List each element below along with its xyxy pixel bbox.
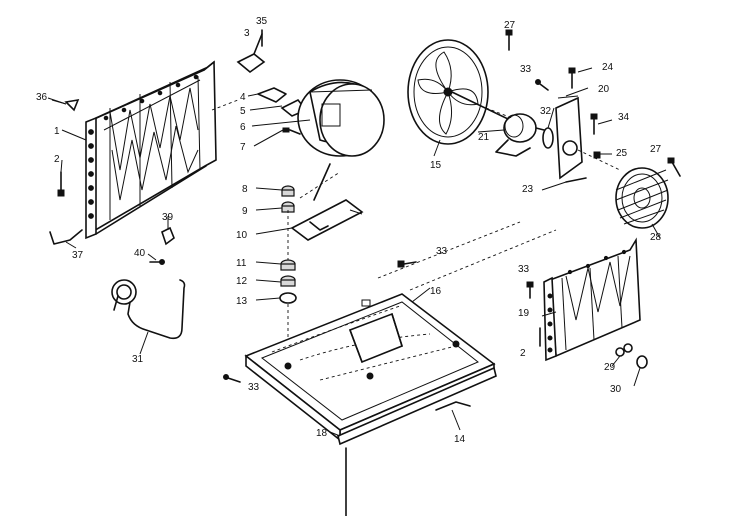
label-34: 34 (618, 112, 630, 123)
screw-33-top (535, 79, 549, 91)
compressor-bracket-10 (290, 163, 364, 241)
label-30: 30 (610, 384, 622, 395)
label-4: 4 (240, 92, 246, 103)
part-labels: 36 1 2 37 39 40 31 35 3 4 5 6 7 8 9 10 1… (36, 16, 662, 445)
terminal-7 (282, 127, 301, 135)
label-9: 9 (242, 206, 248, 217)
label-11: 11 (236, 258, 247, 269)
screw-2-left (57, 171, 65, 197)
label-32: 32 (540, 106, 552, 117)
label-27-top: 27 (504, 20, 516, 31)
screw-40 (149, 259, 165, 265)
label-25: 25 (616, 148, 628, 159)
label-36: 36 (36, 92, 48, 103)
label-37: 37 (72, 250, 84, 261)
condenser-coil (85, 60, 217, 240)
label-15: 15 (430, 160, 442, 171)
cap-30 (636, 355, 648, 369)
label-20: 20 (598, 84, 610, 95)
label-33-bottom: 33 (248, 382, 260, 393)
screw-33-bottom (223, 374, 241, 383)
channel-14 (435, 401, 471, 411)
label-5: 5 (240, 106, 246, 117)
label-13: 13 (236, 296, 248, 307)
label-16: 16 (430, 286, 442, 297)
label-14: 14 (454, 434, 466, 445)
label-10: 10 (236, 230, 248, 241)
bracket-23 (565, 177, 587, 183)
mounts-11-12-13 (279, 210, 297, 352)
label-23: 23 (522, 184, 534, 195)
bracket-37 (49, 229, 83, 245)
rail-18 (337, 366, 497, 516)
fan-motor-21 (495, 113, 553, 157)
label-19: 19 (518, 308, 530, 319)
nut-25 (593, 151, 601, 159)
label-1: 1 (54, 126, 60, 137)
label-28: 28 (650, 232, 662, 243)
label-29: 29 (604, 362, 616, 373)
label-21: 21 (478, 132, 490, 143)
label-39: 39 (162, 212, 174, 223)
label-33-top: 33 (520, 64, 532, 75)
bracket-36 (51, 98, 80, 112)
grommets-8-9 (281, 185, 295, 213)
label-31: 31 (132, 354, 144, 365)
label-8: 8 (242, 184, 248, 195)
screw-27-right (667, 157, 681, 177)
base-pan-16 (244, 293, 496, 442)
screw-27-top (505, 29, 513, 51)
label-24: 24 (602, 62, 614, 73)
screw-33-right (526, 281, 534, 299)
screw-33-center (397, 260, 417, 268)
air-deflector-3 (236, 33, 266, 74)
label-7: 7 (240, 142, 246, 153)
label-6: 6 (240, 122, 246, 133)
label-33-center: 33 (436, 246, 448, 257)
compressor-clamp-4 (257, 87, 287, 103)
screw-34 (590, 113, 598, 135)
compressor-6 (297, 79, 385, 157)
label-12: 12 (236, 276, 248, 287)
screw-24 (568, 67, 576, 89)
label-3: 3 (244, 28, 250, 39)
label-2-left: 2 (54, 154, 60, 165)
label-18: 18 (316, 428, 328, 439)
label-27-right: 27 (650, 144, 662, 155)
label-2-right: 2 (520, 348, 526, 359)
label-33-right: 33 (518, 264, 530, 275)
label-35: 35 (256, 16, 268, 27)
blower-wheel-28 (615, 167, 669, 229)
fitting-29 (615, 343, 633, 357)
capillary-tubing-31 (111, 279, 186, 340)
label-40: 40 (134, 248, 146, 259)
condenser-fan-15 (407, 39, 511, 145)
assembly-lines (211, 99, 621, 291)
leader-lines (47, 67, 661, 437)
evaporator-coil-19 (543, 237, 641, 362)
motor-bracket-20 (555, 95, 583, 180)
shroud-32 (542, 127, 554, 149)
